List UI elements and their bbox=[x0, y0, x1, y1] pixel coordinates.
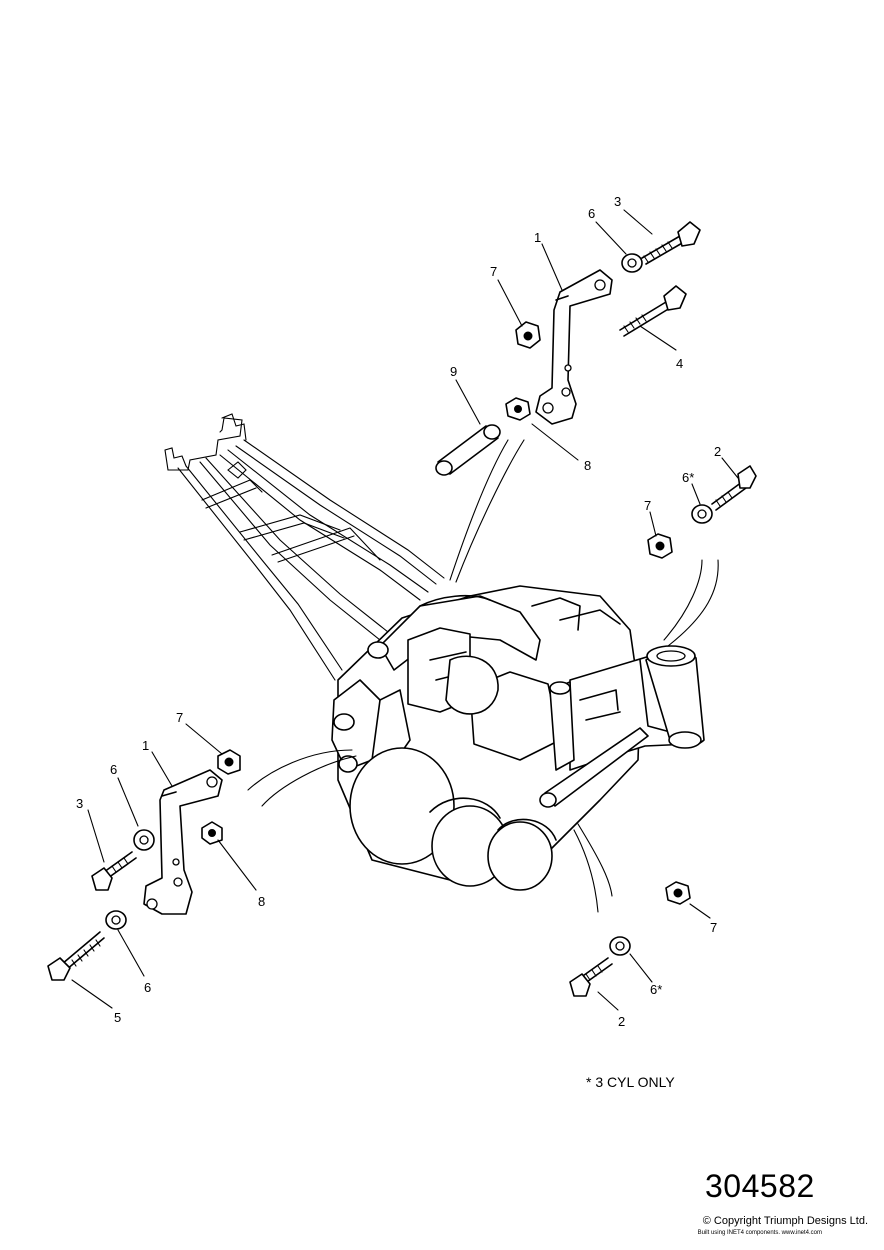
callout-7-upper: 7 bbox=[490, 264, 497, 279]
callout-7-left: 7 bbox=[176, 710, 183, 725]
lower-bracket-1 bbox=[143, 769, 223, 915]
callout-1-lower: 1 bbox=[142, 738, 149, 753]
nut-7-left bbox=[217, 749, 241, 775]
footnote: * 3 CYL ONLY bbox=[586, 1074, 675, 1090]
callout-7-lower-right: 7 bbox=[710, 920, 717, 935]
callout-5: 5 bbox=[114, 1010, 121, 1025]
callout-2-lower: 2 bbox=[618, 1014, 625, 1029]
bolt-3-upper bbox=[641, 221, 701, 265]
copyright-notice: © Copyright Triumph Designs Ltd. bbox=[702, 1215, 868, 1227]
diagram-reference-number: 304582 bbox=[705, 1168, 815, 1204]
callout-9: 9 bbox=[450, 364, 457, 379]
bolt-4 bbox=[619, 285, 687, 337]
callout-6-upper: 6 bbox=[588, 206, 595, 221]
bolt-5 bbox=[47, 931, 105, 981]
callout-3-upper: 3 bbox=[614, 194, 621, 209]
callout-2-upper: 2 bbox=[714, 444, 721, 459]
callout-leaders bbox=[71, 209, 739, 1011]
callout-4: 4 bbox=[676, 356, 683, 371]
nut-7-right bbox=[647, 533, 673, 559]
callout-8-lower: 8 bbox=[258, 894, 265, 909]
callout-7-right: 7 bbox=[644, 498, 651, 513]
callout-6-star-upper: 6* bbox=[682, 470, 694, 485]
spacer-9 bbox=[435, 424, 501, 476]
guide-lines bbox=[247, 439, 719, 913]
washer-6-left-b bbox=[105, 910, 127, 930]
washer-6-star-lower bbox=[609, 936, 631, 956]
callout-3-lower: 3 bbox=[76, 796, 83, 811]
left-engine-cover bbox=[349, 747, 455, 865]
credit-notice: Built using INET4 components. www.inet4.… bbox=[697, 1230, 822, 1236]
bolt-3-lower bbox=[91, 851, 137, 891]
upper-bracket-1 bbox=[535, 269, 613, 425]
frame-outline bbox=[164, 413, 445, 681]
washer-6-upper bbox=[621, 253, 643, 273]
callout-labels: 3 6 1 7 4 9 8 2 6* 7 7 1 6 3 8 6 5 7 6* … bbox=[76, 194, 721, 1029]
nut-7-upper bbox=[515, 321, 541, 349]
callout-6-left-b: 6 bbox=[144, 980, 151, 995]
nut-8-left bbox=[201, 821, 223, 845]
callout-1-upper: 1 bbox=[534, 230, 541, 245]
nut-8-upper bbox=[505, 397, 531, 421]
washer-6-star-upper bbox=[691, 504, 713, 524]
bolt-2-lower bbox=[569, 957, 613, 997]
callout-6-star-lower: 6* bbox=[650, 982, 662, 997]
engine-block bbox=[331, 585, 705, 891]
callout-6-left-a: 6 bbox=[110, 762, 117, 777]
nut-7-lower-right bbox=[665, 881, 691, 905]
bolt-2-upper bbox=[711, 465, 757, 511]
washer-6-left-a bbox=[133, 829, 155, 851]
callout-8-upper: 8 bbox=[584, 458, 591, 473]
